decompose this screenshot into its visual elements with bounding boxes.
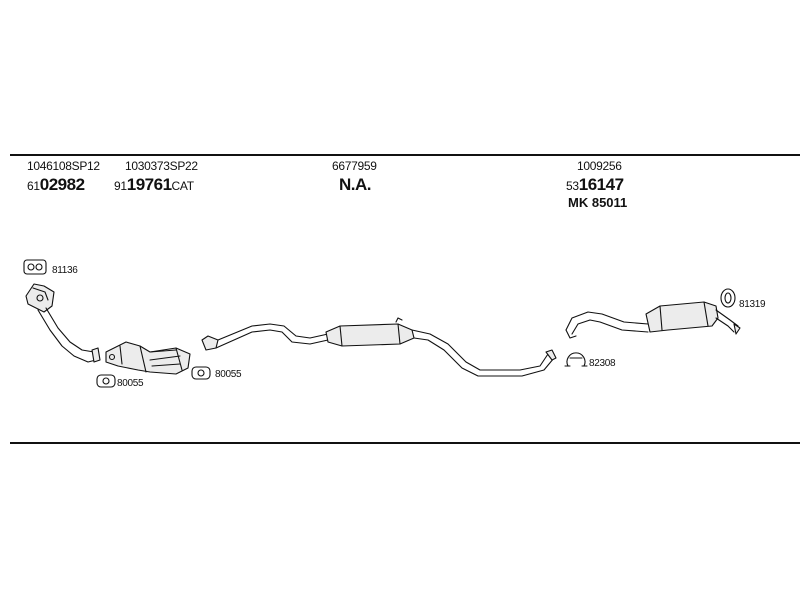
gasket-80055-left-icon	[96, 374, 116, 388]
rear-silencer-icon	[565, 301, 741, 339]
part-prefix-2: 91	[114, 179, 127, 193]
ref-number-4: 1009256	[577, 159, 622, 173]
part-number-1: 6102982	[27, 176, 85, 194]
mk-main: 85011	[591, 195, 628, 210]
part-number-3: N.A.	[339, 175, 372, 194]
part-main-2: 19761	[126, 175, 172, 194]
part-number-4: 5316147	[566, 176, 624, 194]
catalytic-converter-icon	[105, 341, 191, 375]
part-main-4: 16147	[578, 175, 624, 194]
mk-prefix: MK	[568, 195, 589, 210]
part-prefix-4: 53	[566, 179, 579, 193]
mk-number: MK 85011	[568, 196, 627, 209]
gasket-81136-icon	[23, 259, 47, 275]
label-clamp: 82308	[589, 358, 616, 369]
part-prefix-1: 61	[27, 179, 40, 193]
ref-number-3: 6677959	[332, 159, 377, 173]
hanger-81319-icon	[720, 288, 736, 308]
front-pipe-icon	[25, 283, 101, 363]
bottom-rule	[10, 442, 800, 444]
label-hanger: 81319	[739, 299, 766, 310]
gasket-80055-mid-icon	[191, 366, 211, 380]
label-gasket-mid: 80055	[215, 369, 242, 380]
ref-number-1: 1046108SP12	[27, 159, 100, 173]
label-gasket-left: 80055	[117, 378, 144, 389]
clamp-82308-icon	[564, 352, 588, 367]
ref-number-2: 1030373SP22	[125, 159, 198, 173]
part-suffix-2: CAT	[171, 179, 195, 193]
part-number-2: 9119761CAT	[114, 176, 194, 194]
top-rule	[10, 154, 800, 156]
middle-silencer-icon	[201, 317, 557, 377]
part-main-1: 02982	[39, 175, 85, 194]
label-gasket-top: 81136	[52, 265, 78, 276]
